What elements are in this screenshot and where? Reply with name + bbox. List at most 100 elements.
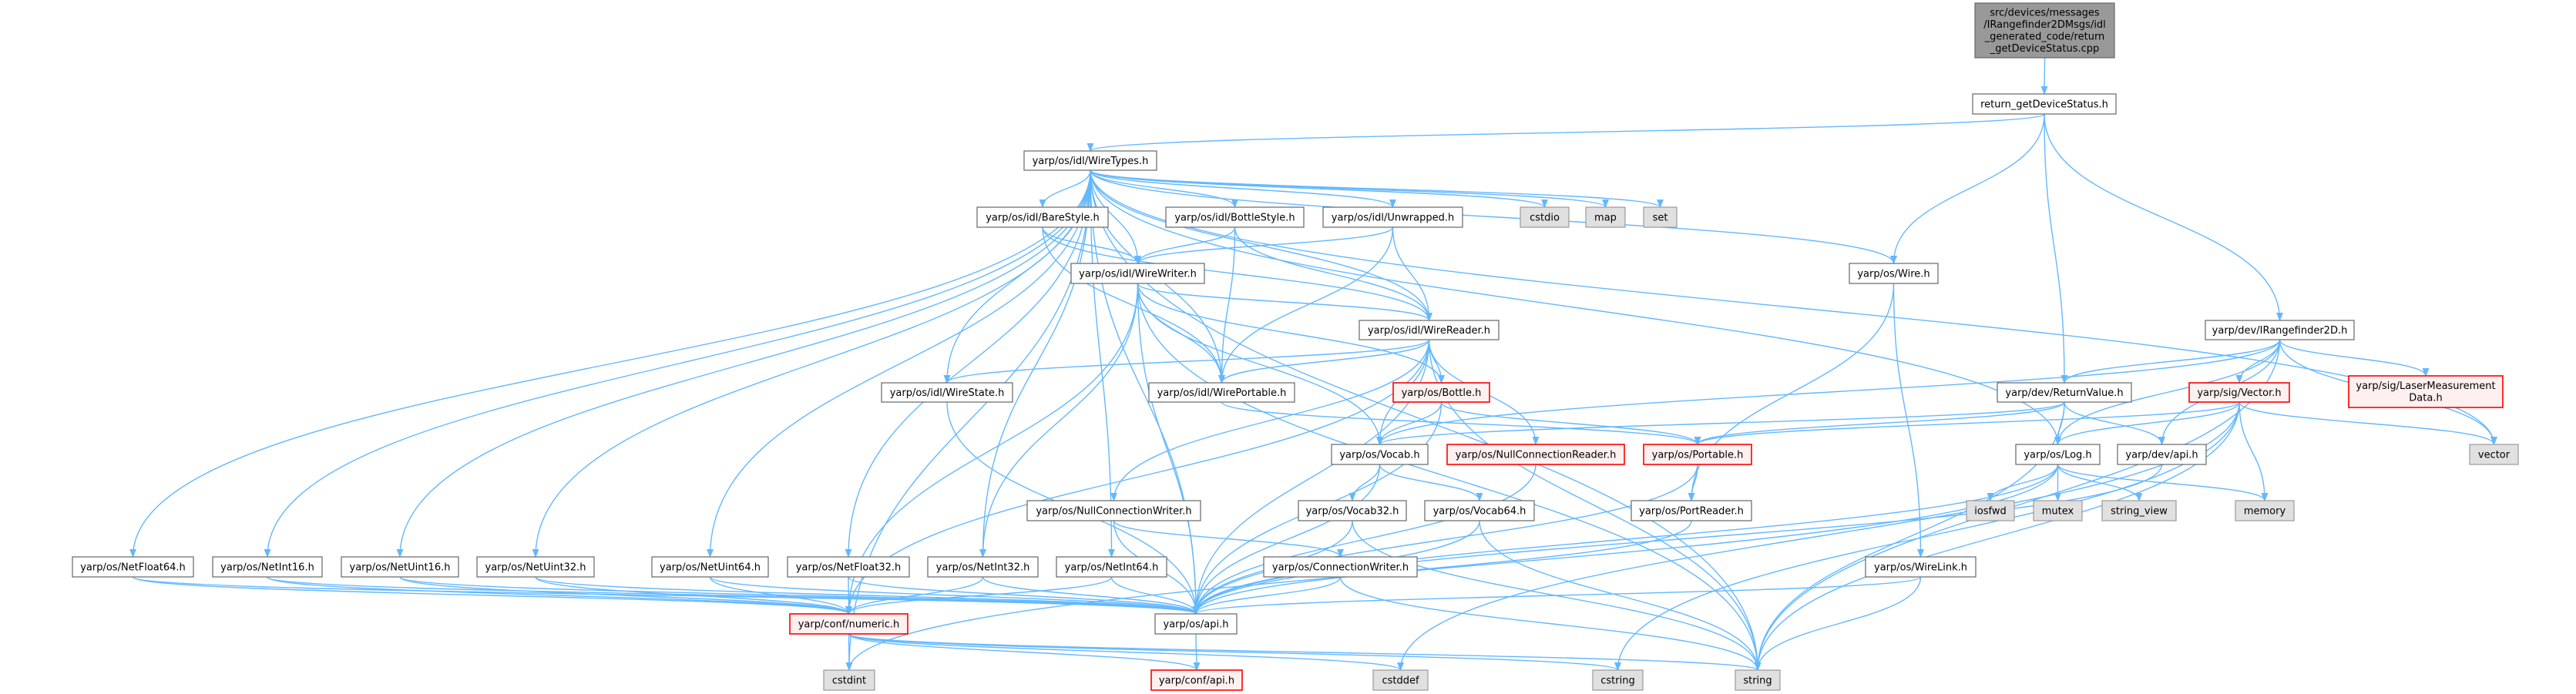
node-netfloat32[interactable]: yarp/os/NetFloat32.h [787, 556, 910, 578]
node-label: memory [2244, 505, 2286, 517]
node-osapi[interactable]: yarp/os/api.h [1154, 613, 1238, 635]
edge-vector_h-to-cstddef [1397, 401, 2240, 672]
node-label: yarp/os/idl/WireState.h [890, 387, 1005, 399]
node-box [2033, 500, 2083, 521]
node-confapi[interactable]: yarp/conf/api.h [1150, 669, 1243, 691]
node-vector_h[interactable]: yarp/sig/Vector.h [2188, 382, 2290, 403]
node-nullconnwriter[interactable]: yarp/os/NullConnectionWriter.h [1026, 500, 1201, 521]
node-label: yarp/os/NetInt32.h [936, 562, 1030, 573]
node-box [1070, 263, 1205, 284]
node-box [2235, 500, 2295, 521]
node-label: return_getDeviceStatus.h [1980, 99, 2108, 110]
node-string: string [1735, 669, 1781, 691]
node-box [1322, 206, 1463, 228]
edge-wiretypes-to-netint64 [1090, 169, 1115, 558]
node-wireportable[interactable]: yarp/os/idl/WirePortable.h [1148, 382, 1295, 403]
edge-wiretypes-to-unwrapped [1090, 169, 1396, 209]
node-label: yarp/os/NetUint64.h [660, 562, 761, 573]
node-label: yarp/os/NetInt16.h [220, 562, 314, 573]
edge-osapi-to-confapi [1193, 633, 1201, 672]
node-box [1446, 444, 1625, 465]
node-irangefinder[interactable]: yarp/dev/IRangefinder2D.h [2205, 320, 2355, 340]
node-netuint32[interactable]: yarp/os/NetUint32.h [476, 556, 595, 578]
node-devapi[interactable]: yarp/dev/api.h [2117, 444, 2207, 465]
node-returnvalue[interactable]: yarp/dev/ReturnValue.h [1997, 382, 2132, 403]
node-vocab64[interactable]: yarp/os/Vocab64.h [1424, 500, 1535, 521]
node-wirestate[interactable]: yarp/os/idl/WireState.h [881, 382, 1013, 403]
edge-netfloat64-to-osapi [132, 576, 1199, 615]
node-label: _getDeviceStatus.cpp [1990, 43, 2100, 55]
node-label: string_view [2111, 505, 2168, 517]
edge-wirereader-to-nullconnwriter [1110, 339, 1430, 502]
node-box [1331, 444, 1429, 465]
edge-retstatus-to-wire [1890, 113, 2045, 265]
node-box [1154, 613, 1238, 635]
edge-wiretypes-to-netfloat64 [129, 169, 1091, 558]
node-label: set [1653, 212, 1668, 223]
edge-bottle-to-portable [1440, 401, 1701, 446]
edge-wiretypes-to-barestyle [1039, 169, 1091, 209]
edge-portreader-to-osapi [1192, 520, 1692, 615]
node-label: vector [2478, 449, 2511, 461]
node-box [2205, 320, 2355, 340]
node-box [2348, 375, 2504, 408]
edge-wirelink-to-osapi [1192, 576, 1922, 615]
node-unwrapped[interactable]: yarp/os/idl/Unwrapped.h [1322, 206, 1463, 228]
node-netuint64[interactable]: yarp/os/NetUint64.h [651, 556, 769, 578]
node-box [1585, 206, 1626, 228]
node-label: cstring [1600, 675, 1634, 686]
node-log[interactable]: yarp/os/Log.h [2015, 444, 2101, 465]
node-vocab32[interactable]: yarp/os/Vocab32.h [1298, 500, 1407, 521]
node-box [1165, 206, 1305, 228]
node-netint32[interactable]: yarp/os/NetInt32.h [927, 556, 1039, 578]
node-box [1520, 206, 1570, 228]
node-netint64[interactable]: yarp/os/NetInt64.h [1056, 556, 1167, 578]
edge-wirelink-to-string [1754, 576, 1922, 672]
nodes-layer: src/devices/messages/IRangefinder2DMsgs/… [72, 2, 2519, 691]
edge-unwrapped-to-wirereader [1392, 226, 1432, 322]
node-box [1392, 382, 1490, 403]
node-box [1643, 444, 1752, 465]
edge-connwriter-to-string [1339, 576, 1762, 672]
node-root[interactable]: src/devices/messages/IRangefinder2DMsgs/… [1974, 2, 2115, 59]
node-box [976, 206, 1109, 228]
node-box [1643, 206, 1678, 228]
edge-netfloat32-to-osapi [848, 576, 1200, 615]
edge-netint16-to-numeric [267, 576, 852, 615]
node-vocab[interactable]: yarp/os/Vocab.h [1331, 444, 1429, 465]
node-wire[interactable]: yarp/os/Wire.h [1849, 263, 1939, 284]
node-bottlestyle[interactable]: yarp/os/idl/BottleStyle.h [1165, 206, 1305, 228]
node-barestyle[interactable]: yarp/os/idl/BareStyle.h [976, 206, 1109, 228]
node-netuint16[interactable]: yarp/os/NetUint16.h [341, 556, 459, 578]
node-label: iosfwd [1974, 505, 2007, 517]
node-label: yarp/os/PortReader.h [1639, 505, 1744, 517]
node-netfloat64[interactable]: yarp/os/NetFloat64.h [72, 556, 194, 578]
node-connwriter[interactable]: yarp/os/ConnectionWriter.h [1263, 556, 1418, 578]
node-label: yarp/conf/numeric.h [798, 619, 900, 630]
node-cstring: cstring [1592, 669, 1644, 691]
node-box [341, 556, 459, 578]
node-cstdint: cstdint [823, 669, 875, 691]
node-bottle[interactable]: yarp/os/Bottle.h [1392, 382, 1490, 403]
node-portreader[interactable]: yarp/os/PortReader.h [1631, 500, 1752, 521]
node-netint16[interactable]: yarp/os/NetInt16.h [212, 556, 323, 578]
node-label: cstdio [1530, 212, 1560, 223]
node-box [2469, 444, 2519, 465]
node-wirewriter[interactable]: yarp/os/idl/WireWriter.h [1070, 263, 1205, 284]
node-portable[interactable]: yarp/os/Portable.h [1643, 444, 1752, 465]
node-box [1735, 669, 1781, 691]
edge-netuint16-to-numeric [399, 576, 852, 615]
edges-layer [129, 57, 2497, 672]
node-wirelink[interactable]: yarp/os/WireLink.h [1865, 556, 1977, 578]
edge-unwrapped-to-wireportable [1218, 226, 1394, 384]
node-nullconnreader[interactable]: yarp/os/NullConnectionReader.h [1446, 444, 1625, 465]
edge-wireportable-to-portable [1221, 401, 1701, 446]
node-numeric[interactable]: yarp/conf/numeric.h [789, 613, 908, 635]
node-label: Data.h [2409, 393, 2442, 404]
node-retstatus[interactable]: return_getDeviceStatus.h [1972, 93, 2117, 115]
node-wiretypes[interactable]: yarp/os/idl/WireTypes.h [1023, 150, 1157, 171]
node-wirereader[interactable]: yarp/os/idl/WireReader.h [1359, 320, 1500, 340]
edge-netfloat32-to-numeric [845, 576, 852, 615]
edge-netuint64-to-numeric [709, 576, 852, 615]
